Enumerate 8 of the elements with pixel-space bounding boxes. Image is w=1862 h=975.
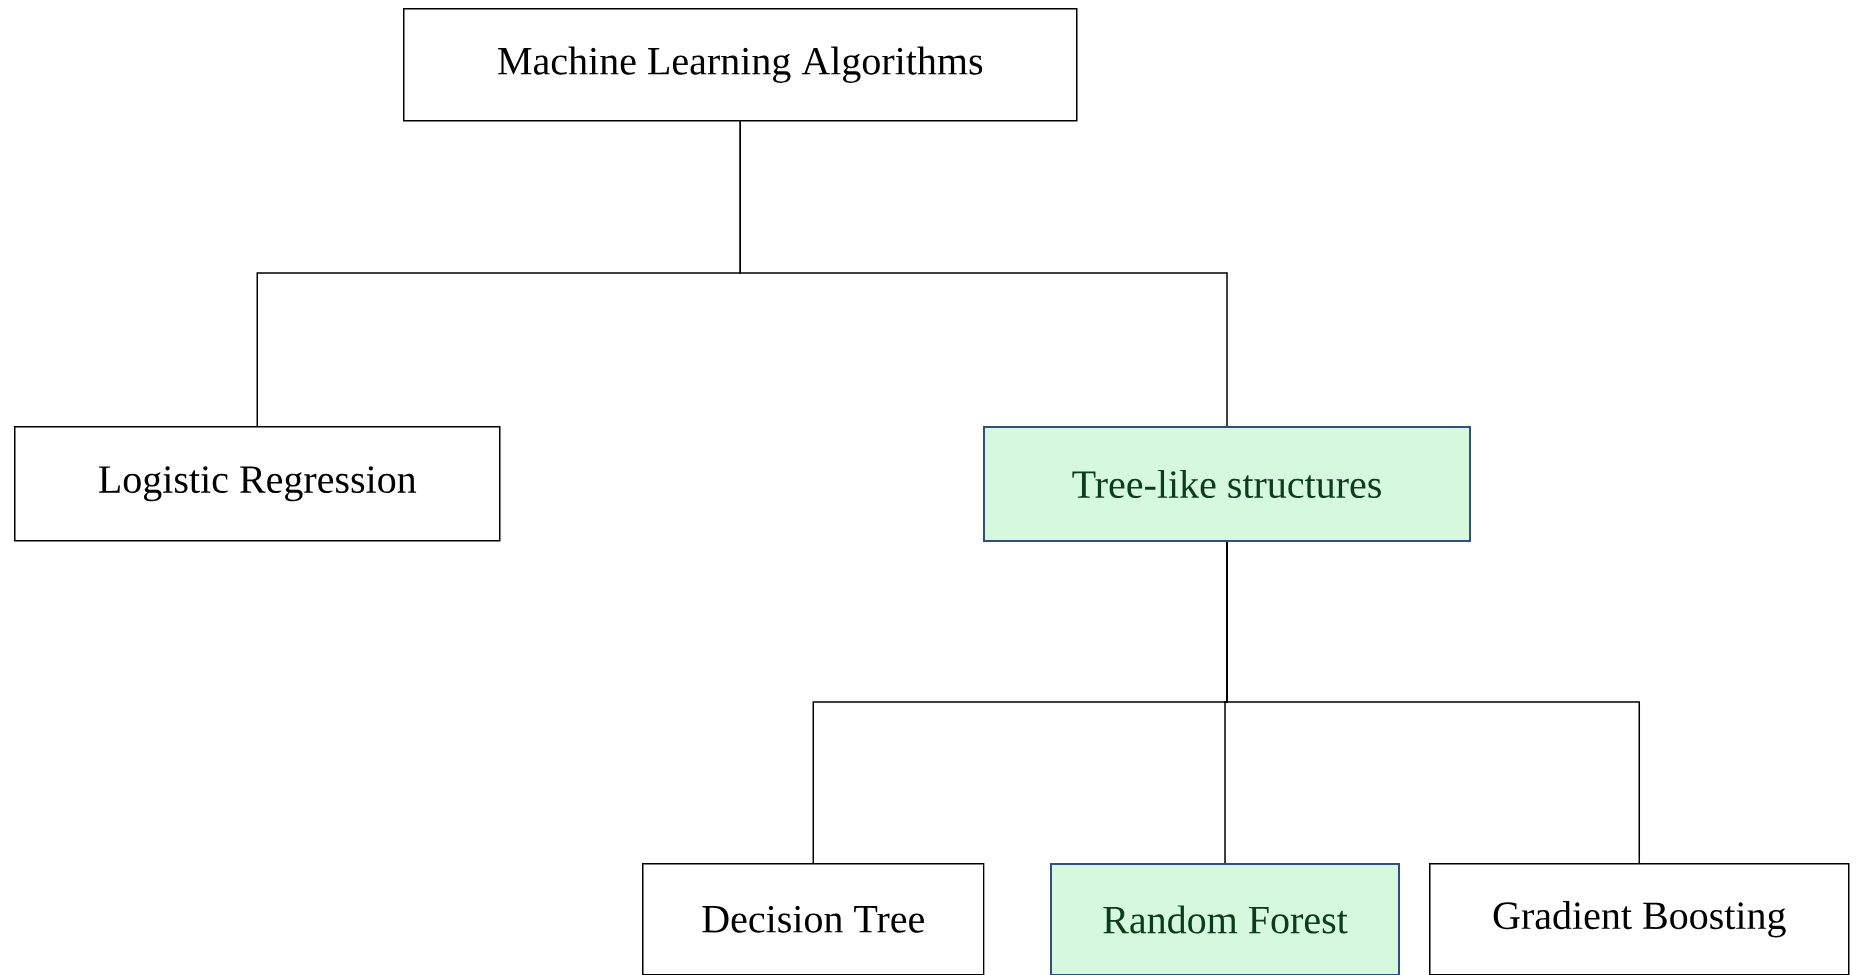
- process-box: Decision Tree: [642, 863, 985, 975]
- process-box: Tree-like structures: [983, 426, 1471, 542]
- connector: [1226, 541, 1640, 864]
- process-box: Random Forest: [1050, 863, 1400, 975]
- process-box: Machine Learning Algorithms: [403, 8, 1078, 122]
- process-box: Gradient Boosting: [1429, 863, 1850, 975]
- connector: [739, 120, 1228, 427]
- process-box: Logistic Regression: [14, 426, 501, 542]
